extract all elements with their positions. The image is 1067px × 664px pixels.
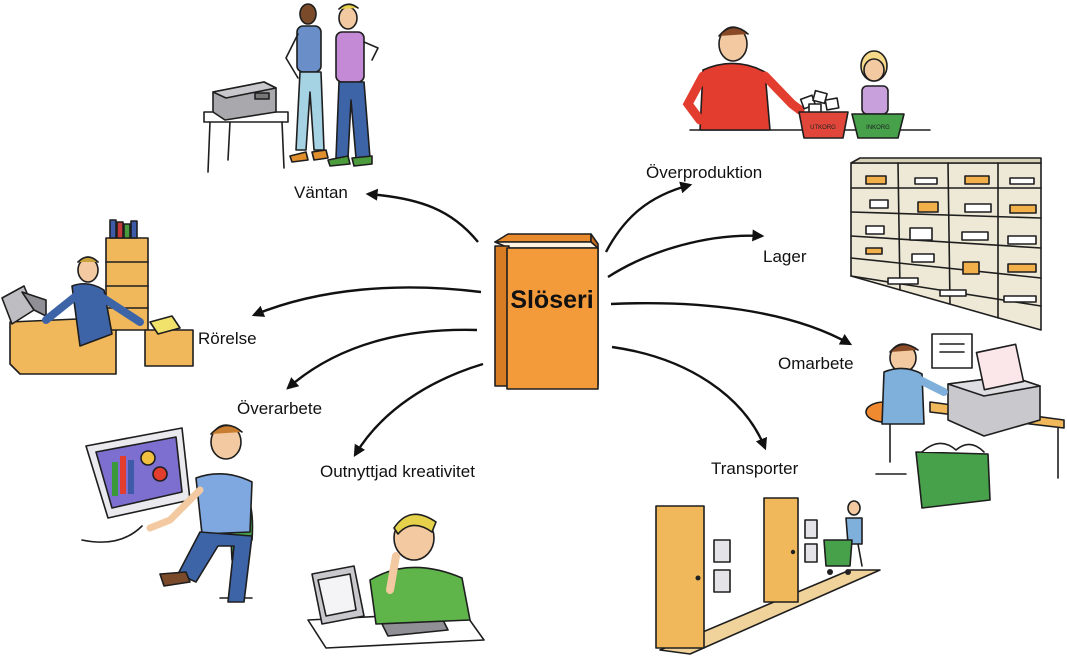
label-omarbete: Omarbete (778, 354, 854, 373)
arrow-overproduktion (604, 181, 693, 253)
center-title: Slöseri (510, 286, 593, 314)
illustration-overprocessing (81, 424, 254, 603)
label-overarbete: Överarbete (237, 399, 322, 418)
arrow-overarbete (286, 328, 478, 390)
illustration-waiting (203, 3, 379, 173)
illustration-inventory-shelves (850, 157, 1042, 331)
inbox-label: INKORG (866, 125, 890, 131)
label-lager: Lager (763, 247, 807, 266)
slöseri-book: Slöseri (494, 233, 599, 390)
arrow-omarbete (610, 301, 853, 346)
arrow-transporter (611, 345, 767, 451)
arrow-outnyttjad (353, 362, 484, 458)
illustration-overproduction: UTKORG INKORG (682, 26, 931, 139)
arrows (251, 181, 853, 458)
label-rorelse: Rörelse (198, 329, 257, 348)
illustration-transport (655, 497, 881, 655)
arrow-rorelse (251, 286, 482, 317)
label-outnyttjad: Outnyttjad kreativitet (320, 462, 475, 481)
outbox-label: UTKORG (810, 125, 836, 131)
label-vantan: Väntan (294, 183, 348, 202)
label-transporter: Transporter (711, 459, 799, 478)
illustration-unused-creativity (307, 513, 485, 649)
illustration-motion (1, 219, 194, 375)
arrow-vantan (365, 188, 479, 243)
label-overproduktion: Överproduktion (646, 163, 762, 182)
arrow-lager (607, 229, 765, 279)
illustration-rework (865, 333, 1065, 509)
